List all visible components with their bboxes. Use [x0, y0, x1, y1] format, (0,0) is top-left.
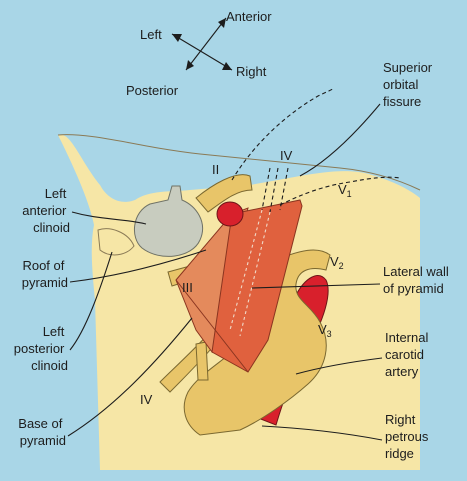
- base-of-pyramid-leader: [67, 317, 193, 437]
- anterior-label: Anterior: [226, 9, 272, 24]
- nerve-iv-dashed-line-b: [269, 167, 279, 213]
- nerve-iv-top-label: IV: [280, 148, 293, 163]
- roof-of-pyramid-leader: [69, 249, 207, 283]
- anterior-clinoid-leader: [71, 211, 147, 225]
- nerve-iv-bottom-label: IV: [140, 392, 153, 407]
- posterior-clinoid-leader: [69, 251, 113, 351]
- roof-of-pyramid-label: Roof of pyramid: [22, 258, 68, 290]
- pyramid-lateral-wall-shape: [211, 199, 303, 373]
- left-posterior-clinoid-shape: [97, 228, 135, 256]
- lateral-wall-leader: [251, 283, 381, 289]
- superior-orbital-fissure-label: Superior orbital fissure: [383, 60, 436, 109]
- nerve-v3-label: V3: [318, 322, 332, 339]
- pyramid-inner-dashed-line-a: [229, 209, 263, 331]
- base-of-pyramid-label: Base of pyramid: [18, 416, 66, 448]
- nerve-v2-label: V2: [330, 254, 344, 271]
- nerve-iv-dashed-line-a: [261, 167, 271, 211]
- posterior-label: Posterior: [126, 83, 179, 98]
- petrous-ridge-leader: [261, 425, 383, 441]
- right-petrous-ridge-label: Right petrous ridge: [385, 412, 432, 461]
- carotid-siphon-shape: [216, 201, 244, 227]
- sphenoid-ridge-edge: [57, 134, 421, 191]
- internal-carotid-leader: [295, 357, 383, 375]
- optic-nerve-shape: [195, 174, 253, 213]
- left-posterior-clinoid-label: Left posterior clinoid: [14, 324, 68, 373]
- left-label: Left: [140, 27, 162, 42]
- superior-orbital-fissure-leader: [299, 103, 381, 177]
- left-anterior-clinoid-label: Left anterior clinoid: [22, 186, 70, 235]
- orientation-compass: [171, 17, 233, 71]
- nerve-v1-label: V1: [338, 182, 352, 199]
- abducens-nerve-shape: [195, 341, 209, 381]
- right-label: Right: [236, 64, 267, 79]
- lateral-wall-of-pyramid-label: Lateral wall of pyramid: [383, 264, 452, 296]
- superior-orbital-fissure-dashed-line: [231, 87, 335, 181]
- left-anterior-clinoid-shape: [134, 185, 204, 257]
- ophthalmic-nerve-dashed-line: [279, 176, 401, 206]
- nerve-iv-dashed-line-c: [279, 167, 289, 211]
- internal-carotid-artery-label: Internal carotid artery: [385, 330, 432, 379]
- nerve-ii-label: II: [212, 162, 219, 177]
- pyramid-base-edge: [175, 279, 249, 373]
- nerve-iii-label: III: [182, 280, 193, 295]
